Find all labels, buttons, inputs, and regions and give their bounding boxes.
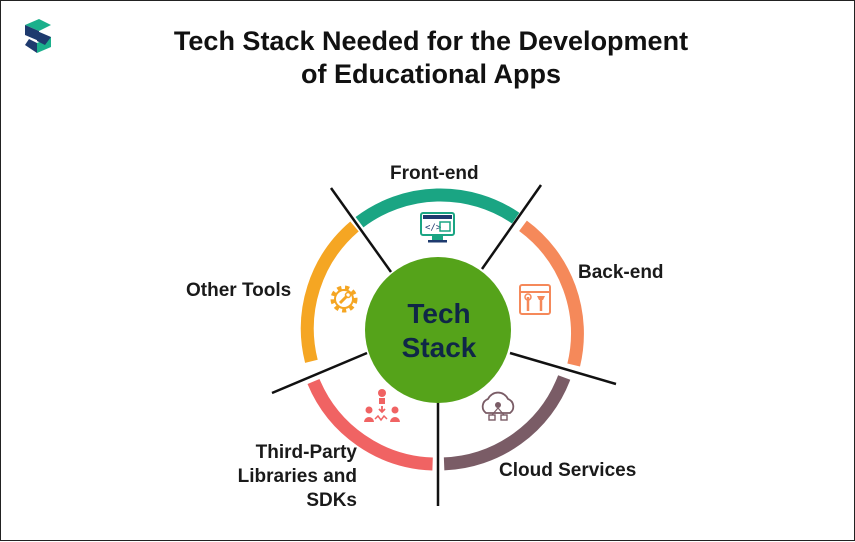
label-front-end: Front-end (390, 163, 479, 184)
label-third-party-line-1: Third-Party (255, 442, 357, 463)
center-label-line-1: Tech (407, 298, 471, 329)
arc-cloud-services (443, 375, 571, 471)
divider-line (480, 184, 543, 270)
company-logo-icon (25, 19, 51, 53)
arc-third-party (307, 378, 433, 471)
svg-text:</>: </> (425, 223, 442, 233)
label-third-party-line-2: Libraries and (237, 466, 357, 487)
divider-line (509, 351, 617, 386)
arc-back-end (519, 220, 584, 367)
people-share-icon (364, 389, 400, 422)
divider-line (271, 351, 368, 395)
label-back-end: Back-end (578, 262, 664, 283)
title-line-2: of Educational Apps (300, 59, 561, 89)
cloud-network-icon (481, 391, 515, 421)
label-other-tools: Other Tools (186, 280, 292, 301)
code-monitor-icon: </> (420, 212, 455, 243)
arc-front-end (355, 188, 520, 228)
label-third-party-line-3: SDKs (306, 490, 357, 511)
center-label-line-2: Stack (401, 332, 477, 363)
title-line-1: Tech Stack Needed for the Development (173, 26, 689, 56)
server-tools-icon (519, 284, 551, 315)
page-title: Tech Stack Needed for the Development of… (121, 25, 741, 91)
label-third-party: Third-Party Libraries and SDKs (221, 441, 357, 513)
label-cloud-services: Cloud Services (499, 460, 637, 481)
center-circle (365, 257, 511, 403)
gear-wrench-icon (330, 285, 358, 313)
divider-line (329, 187, 393, 273)
center-label: Tech Stack (371, 297, 507, 365)
arc-other-tools (300, 221, 359, 363)
